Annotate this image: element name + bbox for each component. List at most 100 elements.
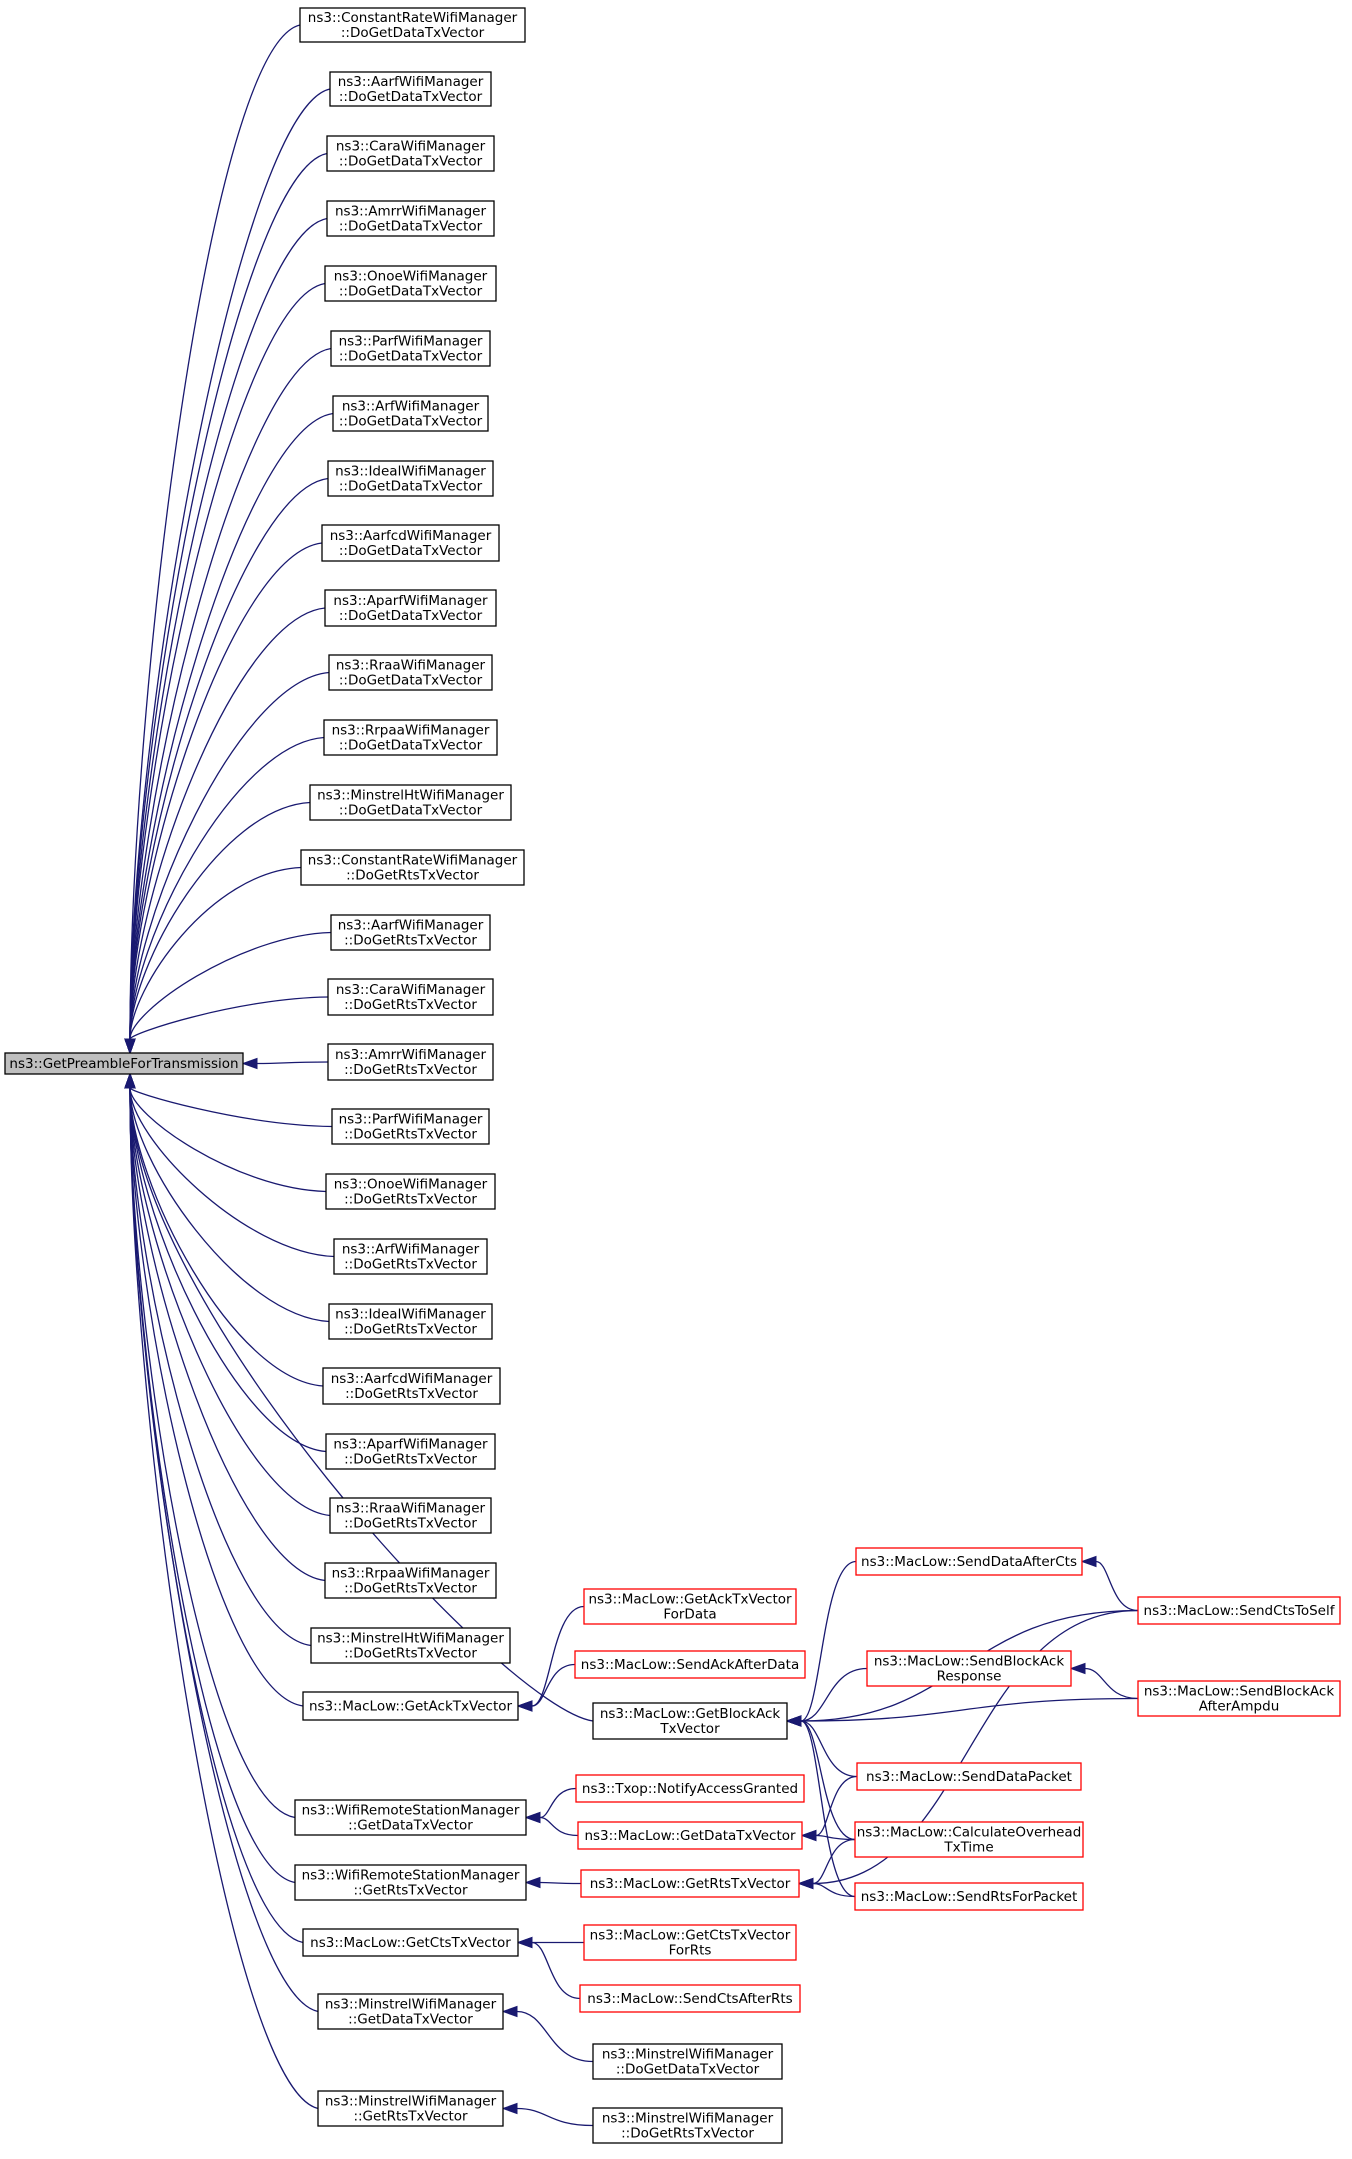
node-label: ::DoGetDataTxVector [341,25,485,41]
node-cara_data[interactable]: ns3::CaraWifiManager::DoGetDataTxVector [326,135,495,172]
node-wrsm_data[interactable]: ns3::WifiRemoteStationManager::GetDataTx… [294,1799,527,1836]
node-label: ::DoGetDataTxVector [339,608,483,624]
node-label: ::DoGetDataTxVector [339,738,483,754]
edge-aarf_rts-to-gpft [129,931,332,1040]
node-label: ::DoGetRtsTxVector [344,1452,477,1468]
node-box [854,1821,1084,1858]
node-arf_data[interactable]: ns3::ArfWifiManager::DoGetDataTxVector [332,395,489,432]
node-min_dodata[interactable]: ns3::MinstrelWifiManager::DoGetDataTxVec… [592,2043,783,2080]
node-label: ns3::AparfWifiManager [333,1437,488,1453]
edge-ideal_data-to-gpft [129,477,329,1040]
node-amrr_data[interactable]: ns3::AmrrWifiManager::DoGetDataTxVector [326,200,495,237]
node-aarfcd_data[interactable]: ns3::AarfcdWifiManager::DoGetDataTxVecto… [321,524,500,562]
node-box [592,1702,788,1740]
node-rraa_rts[interactable]: ns3::RraaWifiManager::DoGetRtsTxVector [329,1497,492,1534]
node-ideal_rts[interactable]: ns3::IdealWifiManager::DoGetRtsTxVector [328,1303,493,1340]
node-aarf_data[interactable]: ns3::AarfWifiManager::DoGetDataTxVector [329,71,492,107]
edge-senddatapacket-to-ml_getdata [815,1775,858,1837]
node-cr_rts[interactable]: ns3::ConstantRateWifiManager::DoGetRtsTx… [300,849,525,886]
node-label: ns3::MacLow::SendRtsForPacket [861,1889,1078,1905]
node-getcts[interactable]: ns3::MacLow::GetCtsTxVector [302,1928,519,1957]
node-box [333,1238,488,1275]
node-label: ns3::RrpaaWifiManager [332,1566,490,1582]
node-label: ::DoGetDataTxVector [339,479,483,495]
edge-rrpaa_data-to-gpft [129,736,325,1040]
node-box [328,654,493,691]
node-min_getrts[interactable]: ns3::MinstrelWifiManager::GetRtsTxVector [317,2090,504,2127]
edge-sendblockackampdu-to-sendblockackresp [1084,1667,1139,1700]
node-label: ns3::MinstrelHtWifiManager [317,1631,504,1647]
node-rrpaa_rts[interactable]: ns3::RrpaaWifiManager::DoGetRtsTxVector [324,1562,497,1599]
node-cara_rts[interactable]: ns3::CaraWifiManager::DoGetRtsTxVector [327,978,494,1016]
node-box [855,1547,1083,1576]
node-label: ::DoGetDataTxVector [339,89,483,105]
node-ml_getrts[interactable]: ns3::MacLow::GetRtsTxVector [580,1869,800,1898]
node-label: ::DoGetRtsTxVector [344,997,477,1013]
node-arf_rts[interactable]: ns3::ArfWifiManager::DoGetRtsTxVector [333,1238,488,1275]
edge-aarfcd_rts-to-gpft [129,1087,324,1387]
node-label: ns3::AarfcdWifiManager [331,1371,493,1387]
node-notify[interactable]: ns3::Txop::NotifyAccessGranted [575,1774,805,1803]
node-box [324,589,497,627]
node-parf_data[interactable]: ns3::ParfWifiManager::DoGetDataTxVector [330,330,491,367]
node-label: ns3::CaraWifiManager [336,982,486,998]
edge-min_getdata-to-gpft [129,1087,319,2013]
node-senddataaftercts[interactable]: ns3::MacLow::SendDataAfterCts [855,1547,1083,1576]
edge-min_dorts-to-min_getrts [516,2107,594,2127]
node-rraa_data[interactable]: ns3::RraaWifiManager::DoGetDataTxVector [328,654,493,691]
node-label: ns3::ArfWifiManager [342,399,480,415]
node-wrsm_rts[interactable]: ns3::WifiRemoteStationManager::GetRtsTxV… [294,1864,527,1901]
node-parf_rts[interactable]: ns3::ParfWifiManager::DoGetRtsTxVector [331,1108,490,1145]
node-ideal_data[interactable]: ns3::IdealWifiManager::DoGetDataTxVector [327,460,494,497]
node-aparf_rts[interactable]: ns3::AparfWifiManager::DoGetRtsTxVector [325,1433,496,1470]
node-amrr_rts[interactable]: ns3::AmrrWifiManager::DoGetRtsTxVector [327,1043,494,1081]
node-min_getdata[interactable]: ns3::MinstrelWifiManager::GetDataTxVecto… [317,1993,504,2030]
node-aparf_data[interactable]: ns3::AparfWifiManager::DoGetDataTxVector [324,589,497,627]
node-label: ::DoGetRtsTxVector [346,868,479,884]
node-label: ns3::MacLow::GetCtsTxVector [590,1928,791,1944]
node-aarfcd_rts[interactable]: ns3::AarfcdWifiManager::DoGetRtsTxVector [322,1367,501,1405]
node-cr_data[interactable]: ns3::ConstantRateWifiManager::DoGetDataT… [299,7,526,43]
node-label: ::DoGetDataTxVector [339,284,483,300]
node-label: ns3::IdealWifiManager [335,1307,486,1323]
edge-ideal_rts-to-gpft [129,1087,330,1323]
node-mht_rts[interactable]: ns3::MinstrelHtWifiManager::DoGetRtsTxVe… [310,1627,511,1664]
node-label: ns3::MacLow::GetBlockAck [600,1706,781,1722]
node-ml_getdata[interactable]: ns3::MacLow::GetDataTxVector [577,1821,803,1850]
node-aarf_rts[interactable]: ns3::AarfWifiManager::DoGetRtsTxVector [330,914,491,951]
arrowhead-sendctstoself-to-ml_getrts [797,1877,814,1890]
node-box [329,71,492,107]
node-label: ::DoGetDataTxVector [616,2062,760,2078]
edge-getblockack-to-gpft [129,1087,594,1722]
node-onoe_rts[interactable]: ns3::OnoeWifiManager::DoGetRtsTxVector [325,1173,496,1210]
node-onoe_data[interactable]: ns3::OnoeWifiManager::DoGetDataTxVector [324,265,497,302]
node-sendctsafterrts[interactable]: ns3::MacLow::SendCtsAfterRts [579,1984,801,2013]
edge-parf_data-to-gpft [129,347,332,1040]
arrowhead-sendackafterdata-to-getack [516,1700,533,1712]
edge-ml_getrts-to-wrsm_rts [539,1881,582,1885]
node-label: ns3::MacLow::GetDataTxVector [584,1828,796,1844]
node-mht_data[interactable]: ns3::MinstrelHtWifiManager::DoGetDataTxV… [309,784,512,821]
node-box [321,524,500,562]
node-sendackafterdata[interactable]: ns3::MacLow::SendAckAfterData [574,1650,806,1679]
edge-wrsm_data-to-gpft [129,1087,296,1819]
node-rrpaa_data[interactable]: ns3::RrpaaWifiManager::DoGetDataTxVector [323,719,498,756]
node-getack[interactable]: ns3::MacLow::GetAckTxVector [302,1691,519,1721]
node-sendrtsforpacket[interactable]: ns3::MacLow::SendRtsForPacket [854,1882,1084,1911]
node-box [329,1497,492,1534]
node-label: ns3::MinstrelWifiManager [325,2094,497,2110]
edge-calcoverhead-to-ml_getdata [815,1834,856,1841]
node-box [294,1799,527,1836]
node-min_dorts[interactable]: ns3::MinstrelWifiManager::DoGetRtsTxVect… [592,2107,783,2144]
edge-aparf_data-to-gpft [129,607,326,1040]
node-sendctstoself[interactable]: ns3::MacLow::SendCtsToSelf [1137,1596,1341,1625]
edge-parf_rts-to-gpft [129,1087,333,1128]
node-senddatapacket[interactable]: ns3::MacLow::SendDataPacket [856,1762,1082,1791]
node-label: ns3::ConstantRateWifiManager [308,853,518,869]
